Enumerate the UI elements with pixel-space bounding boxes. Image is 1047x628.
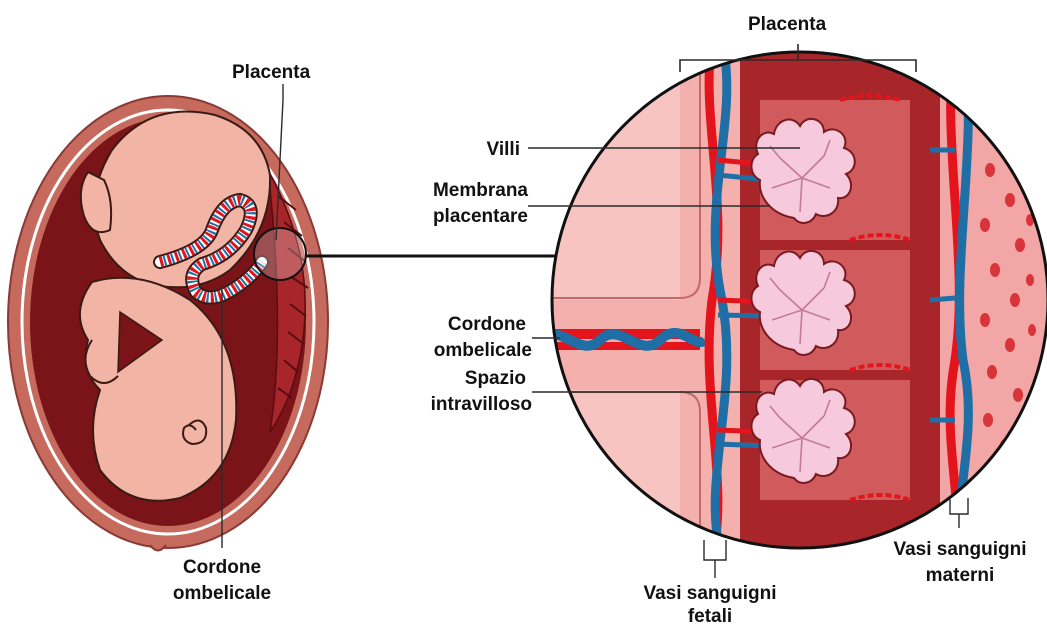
magnifier-circle-small	[254, 228, 306, 280]
label-cord-left-line1: Cordone	[183, 557, 261, 578]
label-cord-right-line2: ombelicale	[434, 340, 532, 361]
label-maternal-vessels-line2: materni	[926, 565, 995, 586]
label-membrane-line2: placentare	[433, 206, 528, 227]
label-cord-left-line2: ombelicale	[173, 583, 271, 604]
label-maternal-vessels-line1: Vasi sanguigni	[893, 539, 1026, 560]
label-villi: Villi	[487, 139, 520, 160]
chorionic-villi	[751, 119, 854, 483]
label-space-line1: Spazio	[465, 368, 526, 389]
label-fetal-vessels-line1: Vasi sanguigni	[643, 583, 776, 604]
label-fetal-vessels-line2: fetali	[688, 606, 732, 627]
label-space-line2: intravilloso	[431, 394, 532, 415]
label-membrane-line1: Membrana	[433, 180, 528, 201]
magnified-view	[540, 40, 1047, 560]
label-placenta-top: Placenta	[748, 14, 827, 35]
label-placenta-left: Placenta	[232, 62, 311, 83]
label-cord-right-line1: Cordone	[448, 314, 526, 335]
